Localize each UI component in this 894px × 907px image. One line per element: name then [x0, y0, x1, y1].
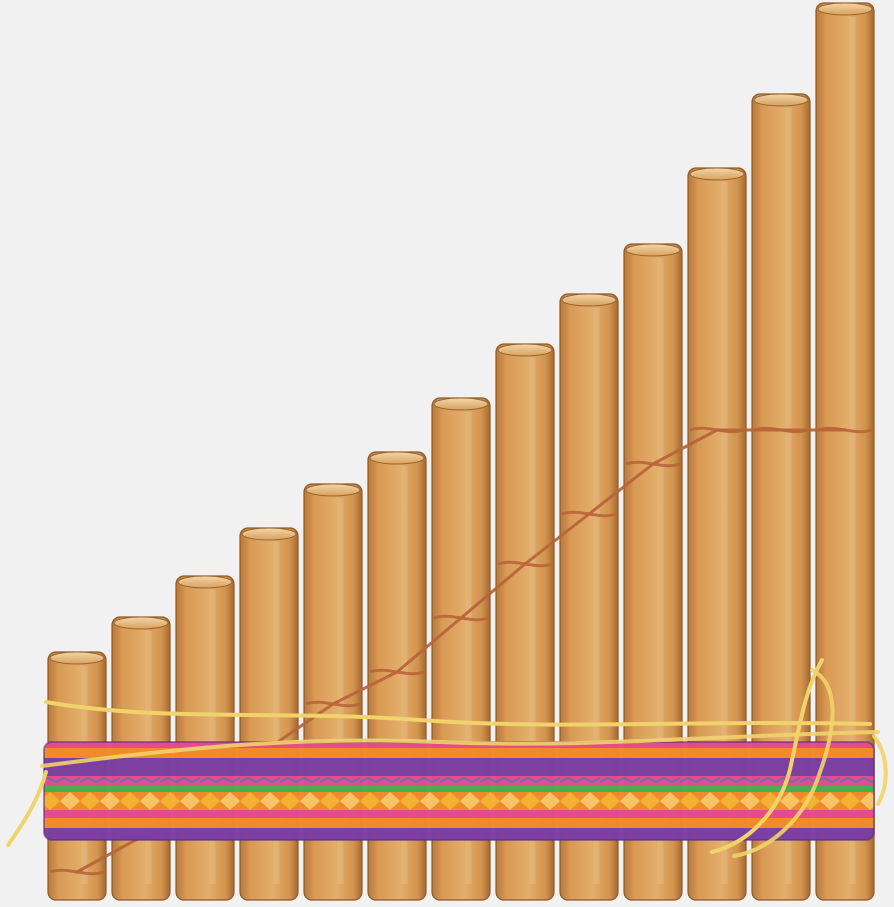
pipe-highlight: [401, 466, 408, 884]
bamboo-pipe: [751, 93, 811, 901]
bamboo-pipe: [623, 243, 683, 901]
woven-band: [43, 741, 875, 841]
pipe-highlight: [273, 542, 280, 884]
pipe-highlight: [465, 412, 472, 884]
string-wrap: [817, 426, 873, 434]
pipe-top: [433, 397, 489, 411]
pipe-highlight: [849, 17, 856, 884]
pipe-top: [497, 343, 553, 357]
pipe-body: [175, 575, 235, 901]
pipe-highlight: [657, 258, 664, 884]
pipe-highlight: [593, 308, 600, 884]
bamboo-pipe: [687, 167, 747, 901]
string-wrap: [433, 614, 489, 622]
pipe-top: [817, 2, 873, 16]
string-wrap: [561, 510, 617, 518]
pipe-highlight: [721, 182, 728, 884]
pipe-highlight: [337, 498, 344, 884]
pipe-top: [305, 483, 361, 497]
pipe-highlight: [209, 590, 216, 884]
pipe-top: [561, 293, 617, 307]
pipe-top: [753, 93, 809, 107]
string-wrap: [689, 426, 745, 434]
pipe-top: [49, 651, 105, 665]
pipe-top: [369, 451, 425, 465]
string-wrap: [305, 700, 361, 708]
string-wrap: [753, 426, 809, 434]
pipe-top: [241, 527, 297, 541]
bamboo-pipe: [815, 2, 875, 901]
pipe-top: [113, 616, 169, 630]
pipe-top: [625, 243, 681, 257]
bamboo-pipe: [175, 575, 235, 901]
string-wrap: [625, 460, 681, 468]
yellow-cord: [6, 658, 888, 858]
string-wrap: [497, 560, 553, 568]
pipe-highlight: [529, 358, 536, 884]
pipe-highlight: [785, 108, 792, 884]
pipe-top: [689, 167, 745, 181]
pipe-top: [177, 575, 233, 589]
string-wrap: [49, 868, 105, 876]
string-wrap: [369, 668, 425, 676]
